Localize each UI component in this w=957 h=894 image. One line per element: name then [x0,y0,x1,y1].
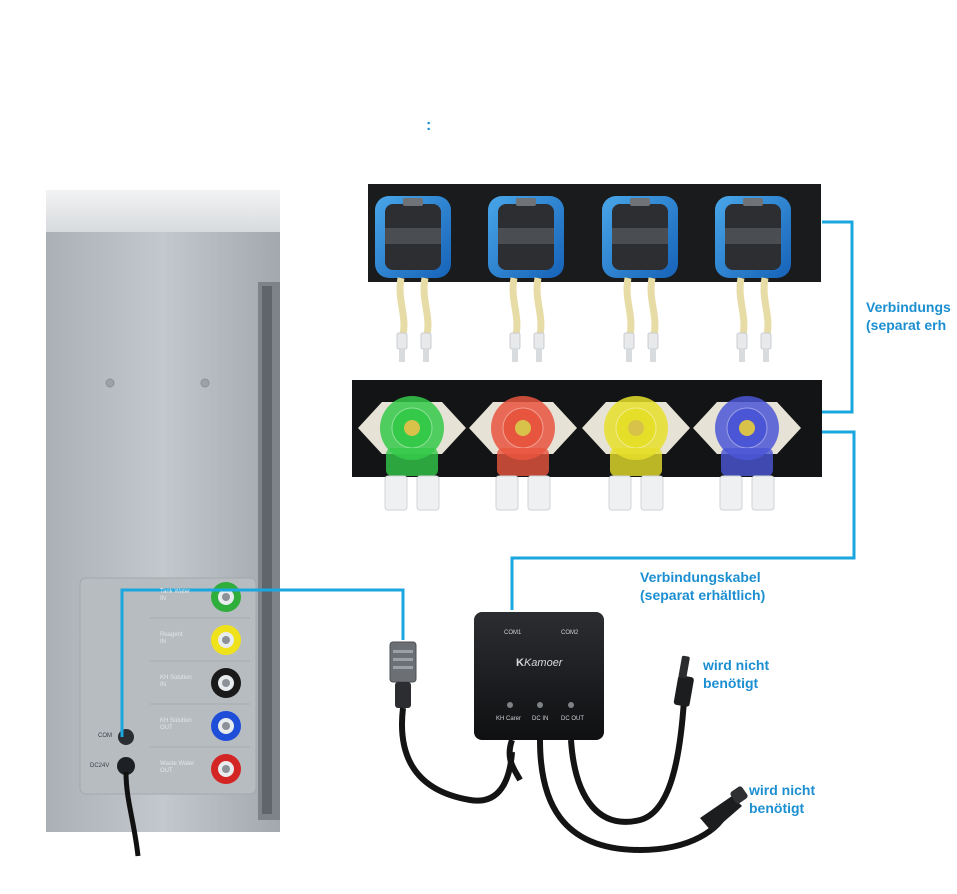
blue-pump-head [715,196,791,362]
line-between-pump-bars [820,220,854,414]
colored-pump-head [469,396,577,511]
hub-led-label-1: KH Carer [496,716,522,722]
hub-cable-left [506,739,523,782]
annotation-not-needed-1-line1: wird nicht [703,657,770,673]
colored-pump-head [582,396,690,511]
annotation-top-cable: Verbindungs (separat erh [866,298,951,334]
port-label-line1: Waste Water [160,761,195,767]
hub-led-1 [507,702,513,708]
pump-bar-top [368,184,821,362]
colored-pump-head [693,396,801,511]
annotation-not-needed-2-line2: benötigt [749,800,805,816]
dc-port [117,757,135,775]
device-screw [105,378,115,388]
port-label-line2: IN [160,639,166,645]
port-connector [211,754,241,784]
port-label-line2: IN [160,682,166,688]
port-label-line1: KH Solution [160,675,192,681]
hub-cable-middle [537,739,731,854]
hub-com1-label: COM1 [504,630,522,636]
blue-pump-head [488,196,564,362]
com-port [118,729,134,745]
annotation-mid-cable: Verbindungskabel (separat erhältlich) [640,568,765,604]
port-connector [150,668,250,705]
annotation-not-needed-1: wird nicht benötigt [703,656,769,692]
hub-brand-logo: KKamoer [516,657,562,669]
port-connector [150,625,250,662]
annotation-not-needed-2: wird nicht benötigt [749,781,815,817]
port-label-line2: OUT [160,768,173,774]
port-label-line2: OUT [160,725,173,731]
hub-body [474,612,604,740]
port-label-line1: Reagent [160,632,183,638]
annotation-top-cable-line1: Verbindungs [866,299,951,315]
blue-pump-head [375,196,451,362]
port-label-line1: Tank Water [160,589,191,595]
power-cable [123,771,141,857]
hub-led-label-3: DC OUT [561,716,584,722]
device-screw [200,378,210,388]
line-device-to-connector [120,588,405,737]
line-hub-to-pump-bar [510,430,856,610]
annotation-mid-cable-line2: (separat erhältlich) [640,587,766,603]
hub-led-3 [568,702,574,708]
pump-bar-bottom [352,380,822,511]
blue-pump-head [602,196,678,362]
annotation-mid-cable-line1: Verbindungskabel [640,569,761,585]
hub-cable-right [568,699,687,825]
dc-plug-upper [673,655,694,707]
dc-plug-lower [700,786,748,832]
hub-brand: Kamoer [523,657,563,669]
colored-pump-head [358,396,466,511]
annotation-top-cable-line2: (separat erh [866,317,947,333]
annotation-not-needed-1-line2: benötigt [703,675,759,691]
annotation-not-needed-2-line1: wird nicht [749,782,816,798]
kh-monitor-device [46,190,280,857]
port-label-line1: KH Solution [160,718,192,724]
marker: : [426,117,432,134]
dc-label: DC24V [90,763,110,769]
hub-led-label-2: DC IN [532,716,549,722]
port-connector [150,711,250,748]
hub-led-2 [537,702,543,708]
hub-com2-label: COM2 [561,630,579,636]
com-label: COM [98,733,112,739]
connection-lines [120,220,856,737]
cable-connector-plug [389,641,515,804]
kamoer-k-icon: K [516,657,524,669]
kamoer-hub [474,612,748,854]
port-label-line2: IN [160,596,166,602]
device-top-cap [46,190,280,234]
